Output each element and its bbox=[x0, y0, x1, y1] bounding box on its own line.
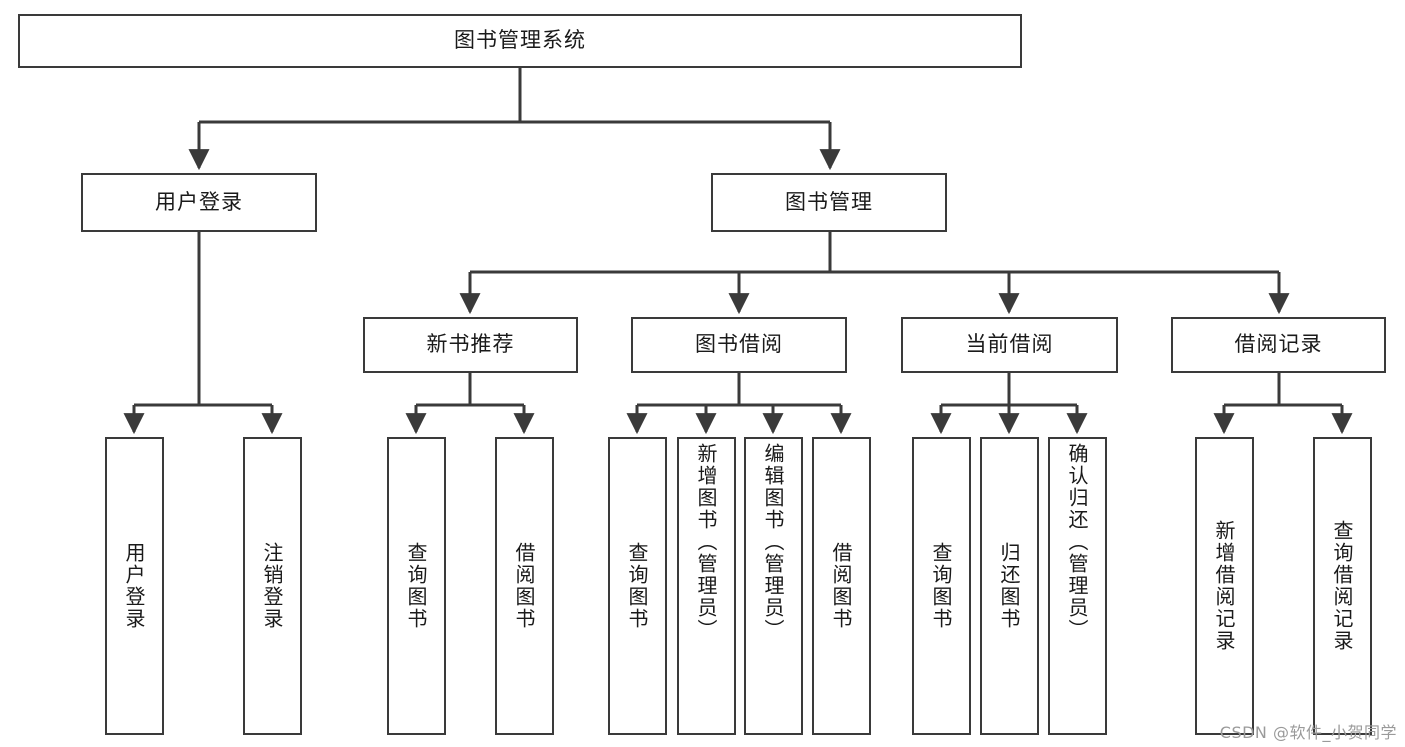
leaf-book-borrow-lend-label: 借阅图书 bbox=[829, 542, 853, 630]
leaf-user-login-signout[interactable]: 注销登录 bbox=[243, 437, 302, 735]
node-current-borrow-label: 当前借阅 bbox=[965, 332, 1054, 357]
leaf-new-book-query-label: 查询图书 bbox=[404, 542, 428, 630]
leaf-current-borrow-confirm-label: 确认归还（管理员） bbox=[1065, 443, 1089, 641]
leaf-book-borrow-add-label: 新增图书（管理员） bbox=[694, 443, 718, 641]
node-borrow-record[interactable]: 借阅记录 bbox=[1171, 317, 1386, 373]
leaf-borrow-record-query[interactable]: 查询借阅记录 bbox=[1313, 437, 1372, 735]
leaf-book-borrow-edit-label: 编辑图书（管理员） bbox=[761, 443, 785, 641]
leaf-book-borrow-edit[interactable]: 编辑图书（管理员） bbox=[744, 437, 803, 735]
node-root-label: 图书管理系统 bbox=[454, 28, 586, 53]
leaf-book-borrow-query-label: 查询图书 bbox=[625, 542, 649, 630]
node-book-management-label: 图书管理 bbox=[785, 189, 873, 214]
leaf-book-borrow-add[interactable]: 新增图书（管理员） bbox=[677, 437, 736, 735]
leaf-user-login-signin[interactable]: 用户登录 bbox=[105, 437, 164, 735]
node-user-login-label: 用户登录 bbox=[155, 189, 243, 214]
csdn-watermark: CSDN @软件_小贺同学 bbox=[1219, 723, 1397, 742]
leaf-current-borrow-query-label: 查询图书 bbox=[929, 542, 953, 630]
node-user-login[interactable]: 用户登录 bbox=[81, 173, 317, 232]
leaf-borrow-record-add-label: 新增借阅记录 bbox=[1212, 520, 1236, 652]
node-borrow-record-label: 借阅记录 bbox=[1234, 332, 1323, 357]
leaf-user-login-signin-label: 用户登录 bbox=[122, 542, 146, 630]
leaf-current-borrow-confirm[interactable]: 确认归还（管理员） bbox=[1048, 437, 1107, 735]
node-new-book-recommend-label: 新书推荐 bbox=[426, 332, 515, 357]
leaf-current-borrow-return-label: 归还图书 bbox=[997, 542, 1021, 630]
leaf-user-login-signout-label: 注销登录 bbox=[260, 542, 284, 630]
leaf-current-borrow-query[interactable]: 查询图书 bbox=[912, 437, 971, 735]
leaf-book-borrow-query[interactable]: 查询图书 bbox=[608, 437, 667, 735]
node-new-book-recommend[interactable]: 新书推荐 bbox=[363, 317, 578, 373]
leaf-new-book-query[interactable]: 查询图书 bbox=[387, 437, 446, 735]
leaf-new-book-borrow[interactable]: 借阅图书 bbox=[495, 437, 554, 735]
node-book-management[interactable]: 图书管理 bbox=[711, 173, 947, 232]
leaf-new-book-borrow-label: 借阅图书 bbox=[512, 542, 536, 630]
leaf-borrow-record-query-label: 查询借阅记录 bbox=[1330, 520, 1354, 652]
node-book-borrow-label: 图书借阅 bbox=[695, 332, 783, 357]
leaf-book-borrow-lend[interactable]: 借阅图书 bbox=[812, 437, 871, 735]
node-book-borrow[interactable]: 图书借阅 bbox=[631, 317, 847, 373]
leaf-current-borrow-return[interactable]: 归还图书 bbox=[980, 437, 1039, 735]
node-current-borrow[interactable]: 当前借阅 bbox=[901, 317, 1118, 373]
leaf-borrow-record-add[interactable]: 新增借阅记录 bbox=[1195, 437, 1254, 735]
node-root[interactable]: 图书管理系统 bbox=[18, 14, 1022, 68]
